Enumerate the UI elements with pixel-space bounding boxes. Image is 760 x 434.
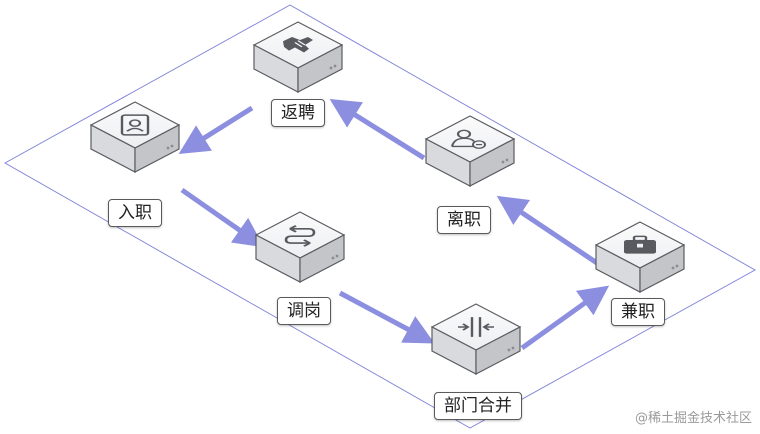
node-onboard-cube xyxy=(89,101,181,173)
watermark: @稀土掘金技术社区 xyxy=(634,411,752,426)
node-label-rehire: 返聘 xyxy=(271,99,325,127)
id-badge-icon xyxy=(120,114,150,136)
handshake-icon xyxy=(283,36,313,53)
arrow-parttime-to-resign xyxy=(496,195,599,266)
arrow-onboard-to-transfer xyxy=(180,187,265,248)
briefcase-icon xyxy=(624,235,656,254)
arrow-transfer-to-merge xyxy=(338,290,435,344)
node-resign-cube xyxy=(424,115,516,187)
node-rehire-cube xyxy=(252,21,344,93)
node-merge-cube xyxy=(430,303,522,375)
node-parttime-cube xyxy=(594,221,686,293)
merge-icon xyxy=(458,317,494,337)
node-label-resign: 离职 xyxy=(437,206,491,234)
node-label-merge: 部门合并 xyxy=(434,392,522,420)
isometric-plane xyxy=(4,4,756,429)
arrow-rehire-to-onboard xyxy=(178,105,254,154)
user-minus-icon xyxy=(450,129,486,149)
arrow-resign-to-rehire xyxy=(329,99,426,161)
node-label-parttime: 兼职 xyxy=(611,298,665,326)
node-label-transfer: 调岗 xyxy=(277,297,331,325)
node-label-onboard: 入职 xyxy=(108,199,162,227)
transfer-icon xyxy=(284,225,316,247)
arrow-merge-to-parttime xyxy=(520,285,610,351)
flow-arrows xyxy=(178,99,610,351)
node-transfer-cube xyxy=(254,211,346,283)
